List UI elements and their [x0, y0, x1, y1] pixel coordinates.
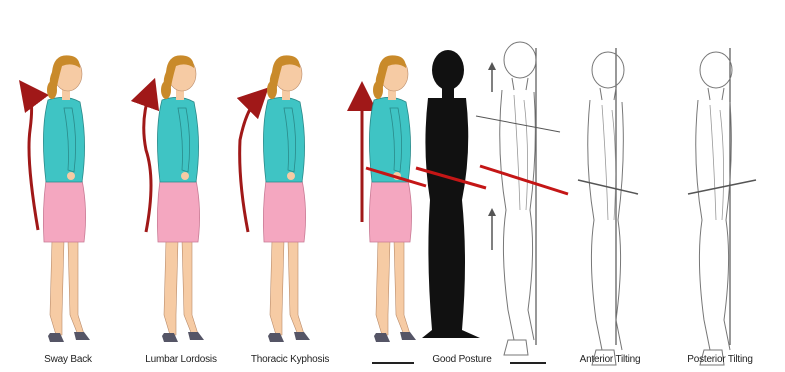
figure-posterior-tilting	[688, 48, 756, 365]
good-posture-rule-left	[372, 362, 414, 364]
caption-thoracic-kyphosis: Thoracic Kyphosis	[251, 354, 329, 365]
figure-thoracic-kyphosis	[240, 55, 310, 342]
figure-silhouette	[416, 50, 486, 338]
caption-lumbar-lordosis: Lumbar Lordosis	[145, 354, 216, 365]
good-posture-rule-right	[510, 362, 546, 364]
figure-good-posture	[362, 55, 426, 342]
figure-lumbar-lordosis	[144, 55, 204, 342]
caption-posterior-tilting: Posterior Tilting	[687, 354, 753, 365]
figure-sway-back	[28, 55, 90, 342]
caption-good-posture: Good Posture	[432, 354, 491, 365]
figure-anterior-tilting	[578, 48, 638, 365]
figure-sketch-good-posture	[476, 42, 568, 355]
caption-sway-back: Sway Back	[44, 354, 92, 365]
caption-anterior-tilting: Anterior Tilting	[580, 354, 641, 365]
